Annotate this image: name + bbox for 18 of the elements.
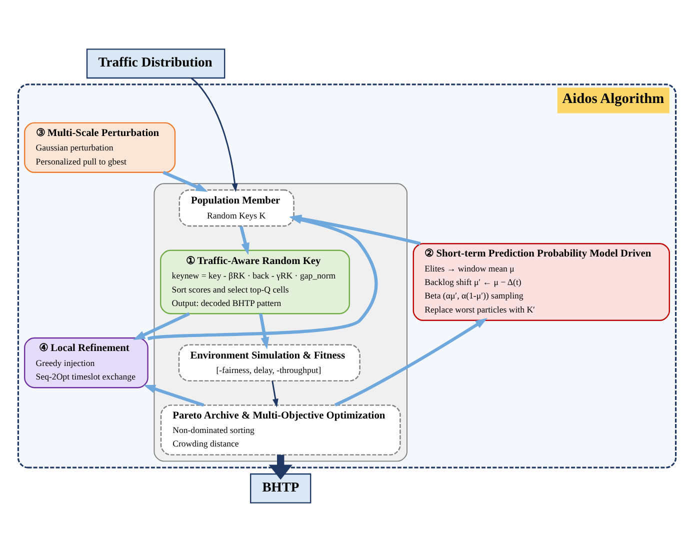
- arrow: [190, 78, 238, 192]
- node-box: BHTP: [250, 473, 312, 504]
- node-box: ① Traffic-Aware Random Key keynew = key - βRK · back - γRK · gap_norm Sort scores and select top-Q cells Output: decoded BHTP pattern: [160, 250, 350, 314]
- arrow: [240, 226, 250, 255]
- node-box: Pareto Archive & Multi-Objective Optimization Non-dominated sorting Crowding distance: [160, 404, 401, 456]
- arrow: [272, 380, 278, 408]
- node-box: Traffic Distribution: [86, 48, 226, 79]
- node-box: Population Member Random Keys K: [178, 189, 294, 227]
- arrow: [133, 312, 190, 340]
- arrow: [162, 170, 208, 192]
- node-box: ③ Multi-Scale Perturbation Gaussian perturbation Personalized pull to gbest: [24, 122, 176, 173]
- arrow: [143, 384, 204, 407]
- arrow: [268, 454, 292, 480]
- node-box: ④ Local Refinement Greedy injection Seq-2Opt timeslot exchange: [24, 337, 148, 388]
- arrow: [334, 318, 488, 407]
- node-box: ② Short-term Prediction Probability Model Driven Elites → window mean μ Backlog shift μ′ ← μ − Δ(t) Beta (αμ′, α(1-μ′)) sampling Replace worst particles with K′: [412, 243, 670, 321]
- arrow: [259, 313, 270, 350]
- node-box: Environment Simulation & Fitness [-fairness, delay, -throughput]: [178, 344, 360, 382]
